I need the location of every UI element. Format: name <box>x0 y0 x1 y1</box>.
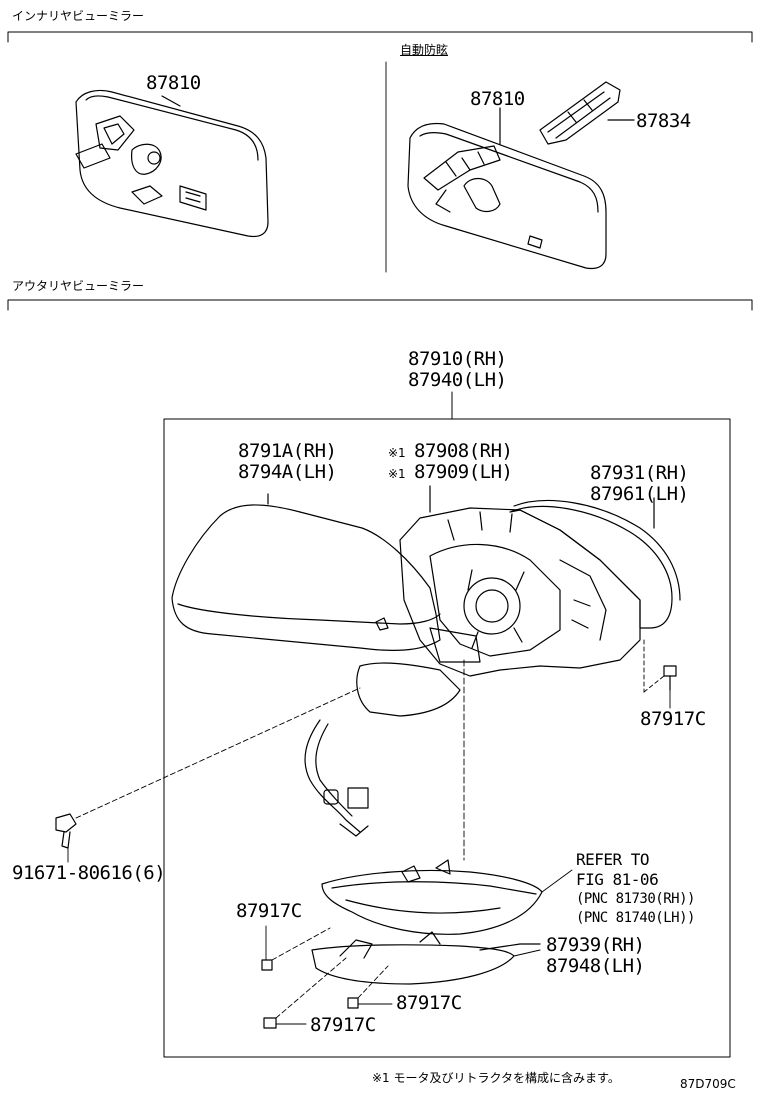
part-number-screw-glass[interactable]: 87917C <box>640 708 706 730</box>
mirror-glass-drawing <box>509 497 681 629</box>
outer-section-frame <box>7 299 753 311</box>
lamp-base-drawing <box>311 931 541 985</box>
auto-dimming-label: 自動防眩 <box>400 43 449 57</box>
part-number-screw-lamp-mid[interactable]: 87917C <box>396 992 462 1014</box>
part-number-glass-lh[interactable]: 87961(LH) <box>590 483 689 505</box>
screw-glass-drawing <box>643 639 677 709</box>
mirror-cover-drawing <box>171 493 441 651</box>
lamp-screws-drawing <box>261 925 393 1029</box>
part-number-motor-rh[interactable]: 87908(RH) <box>414 440 513 462</box>
outer-assembly-box <box>163 418 731 1058</box>
bolt-drawing <box>55 687 361 863</box>
note-marker-motor-lh: ※1 <box>388 467 406 481</box>
inner-mirror-section-title: インナリヤビューミラー <box>12 9 145 23</box>
refer-note-line-3: (PNC 81730(RH)) <box>576 891 695 907</box>
part-number-inner-mirror-left[interactable]: 87810 <box>146 72 201 94</box>
part-number-outer-assy-rh[interactable]: 87910(RH) <box>408 348 507 370</box>
part-number-cover-rh[interactable]: 8791A(RH) <box>238 440 337 462</box>
note-marker-motor-rh: ※1 <box>388 446 406 460</box>
part-number-cover-lh[interactable]: 8794A(LH) <box>238 461 337 483</box>
turn-lamp-drawing <box>321 659 573 935</box>
part-number-screw-lamp-top[interactable]: 87917C <box>236 900 302 922</box>
part-number-glass-rh[interactable]: 87931(RH) <box>590 462 689 484</box>
refer-note-line-4: (PNC 81740(LH)) <box>576 910 695 926</box>
part-number-lamp-rh[interactable]: 87939(RH) <box>546 934 645 956</box>
mirror-housing-drawing <box>399 485 641 677</box>
outer-mirror-section-title: アウタリヤビューミラー <box>12 279 145 293</box>
part-number-motor-lh[interactable]: 87909(LH) <box>414 461 513 483</box>
wire-harness-drawing <box>304 662 461 837</box>
footnote: ※1 モータ及びリトラクタを構成に含みます。 <box>372 1071 620 1085</box>
inner-mirror-left-drawing <box>75 89 269 238</box>
part-number-inner-mirror-right[interactable]: 87810 <box>470 88 525 110</box>
part-number-lamp-lh[interactable]: 87948(LH) <box>546 955 645 977</box>
figure-code: 87D709C <box>680 1077 736 1091</box>
refer-note-line-2: FIG 81-06 <box>576 870 659 889</box>
inner-mirror-right-drawing <box>407 81 635 270</box>
part-number-screw-lamp-bottom[interactable]: 87917C <box>310 1014 376 1036</box>
part-number-inner-cover[interactable]: 87834 <box>636 110 691 132</box>
part-number-outer-assy-lh[interactable]: 87940(LH) <box>408 369 507 391</box>
inner-section-frame <box>7 31 753 43</box>
refer-note-line-1: REFER TO <box>576 850 650 869</box>
part-number-bolt[interactable]: 91671-80616(6) <box>12 862 166 884</box>
